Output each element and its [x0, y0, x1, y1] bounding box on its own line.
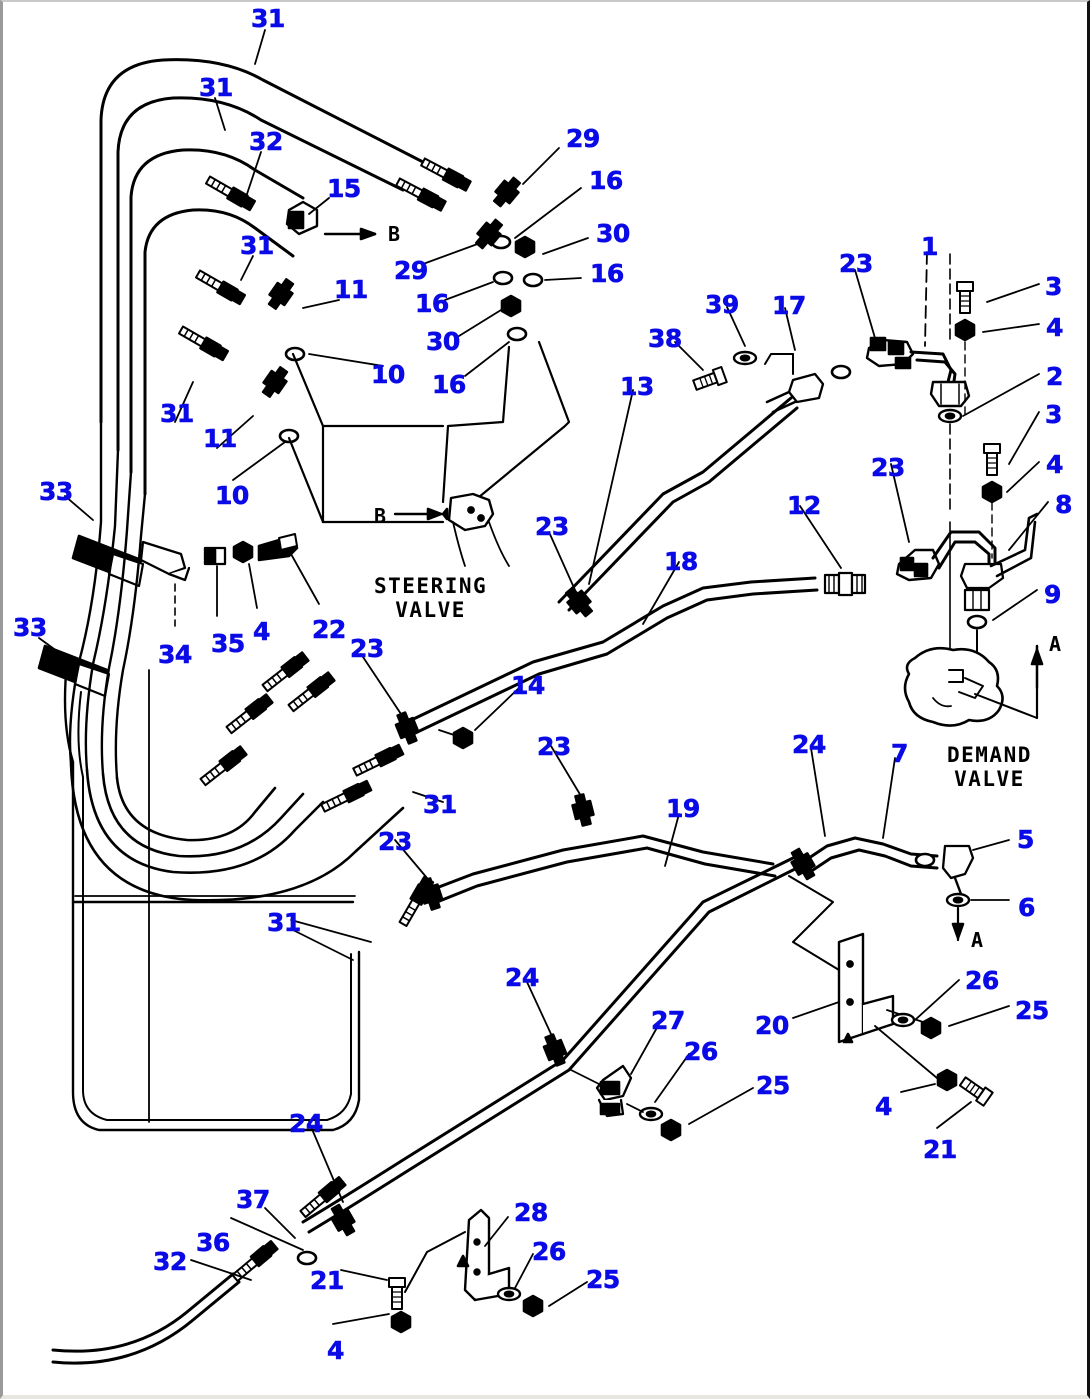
callout-15: 15 — [327, 174, 362, 203]
callout-8: 8 — [1055, 490, 1073, 519]
callout-22: 22 — [312, 615, 347, 644]
callout-9: 9 — [1044, 580, 1062, 609]
callout-25: 25 — [1015, 996, 1050, 1025]
callout-29: 29 — [566, 124, 601, 153]
callout-33: 33 — [39, 477, 74, 506]
callout-6: 6 — [1018, 893, 1036, 922]
callout-25: 25 — [586, 1265, 621, 1294]
callout-4: 4 — [1046, 313, 1064, 342]
callout-31: 31 — [160, 399, 195, 428]
callout-18: 18 — [664, 547, 699, 576]
callout-16: 16 — [415, 289, 450, 318]
callout-3: 3 — [1045, 400, 1063, 429]
demand-valve-label: DEMAND VALVE — [947, 743, 1032, 791]
callout-31: 31 — [240, 231, 275, 260]
callout-20: 20 — [755, 1011, 790, 1040]
callout-36: 36 — [196, 1228, 231, 1257]
diagram-artwork — [37, 29, 1049, 1365]
callout-16: 16 — [432, 370, 467, 399]
callout-4: 4 — [253, 617, 271, 646]
callout-34: 34 — [158, 640, 193, 669]
callout-30: 30 — [426, 327, 461, 356]
callout-10: 10 — [215, 481, 250, 510]
section-mark-b-upper: B — [388, 222, 401, 246]
callout-1: 1 — [921, 232, 939, 261]
callout-16: 16 — [590, 259, 625, 288]
callout-31: 31 — [267, 908, 302, 937]
callout-35: 35 — [211, 629, 246, 658]
callout-13: 13 — [620, 372, 655, 401]
callout-4: 4 — [327, 1336, 345, 1365]
callout-3: 3 — [1045, 272, 1063, 301]
callout-4: 4 — [875, 1092, 893, 1121]
callout-14: 14 — [511, 671, 546, 700]
callout-23: 23 — [537, 732, 572, 761]
callout-24: 24 — [505, 963, 540, 992]
section-mark-b-lower: B — [374, 504, 387, 528]
callout-32: 32 — [249, 127, 284, 156]
callout-11: 11 — [203, 424, 238, 453]
callout-29: 29 — [394, 256, 429, 285]
callout-16: 16 — [589, 166, 624, 195]
callout-25: 25 — [756, 1071, 791, 1100]
callout-38: 38 — [648, 324, 683, 353]
callout-4: 4 — [1046, 450, 1064, 479]
callout-11: 11 — [334, 275, 369, 304]
callout-32: 32 — [153, 1247, 188, 1276]
section-mark-a-lower: A — [971, 928, 984, 952]
callout-23: 23 — [535, 512, 570, 541]
callout-27: 27 — [651, 1006, 686, 1035]
callout-23: 23 — [378, 827, 413, 856]
callout-21: 21 — [923, 1135, 958, 1164]
callout-23: 23 — [350, 634, 385, 663]
callout-12: 12 — [787, 491, 822, 520]
callout-24: 24 — [792, 730, 827, 759]
callout-30: 30 — [596, 219, 631, 248]
callout-31: 31 — [251, 4, 286, 33]
callout-10: 10 — [371, 360, 406, 389]
callout-23: 23 — [839, 249, 874, 278]
callout-19: 19 — [666, 794, 701, 823]
callout-31: 31 — [423, 790, 458, 819]
callout-33: 33 — [13, 613, 48, 642]
callout-21: 21 — [310, 1266, 345, 1295]
callout-24: 24 — [289, 1109, 324, 1138]
callout-28: 28 — [514, 1198, 549, 1227]
callout-23: 23 — [871, 453, 906, 482]
callout-37: 37 — [236, 1185, 271, 1214]
callout-26: 26 — [965, 966, 1000, 995]
callout-17: 17 — [772, 291, 807, 320]
callout-5: 5 — [1017, 825, 1035, 854]
callout-7: 7 — [891, 739, 909, 768]
callout-26: 26 — [532, 1237, 567, 1266]
steering-valve-label: STEERING VALVE — [374, 574, 488, 622]
callout-26: 26 — [684, 1037, 719, 1066]
callout-31: 31 — [199, 73, 234, 102]
section-mark-a-upper: A — [1049, 632, 1062, 656]
callout-39: 39 — [705, 290, 740, 319]
callout-2: 2 — [1046, 362, 1064, 391]
